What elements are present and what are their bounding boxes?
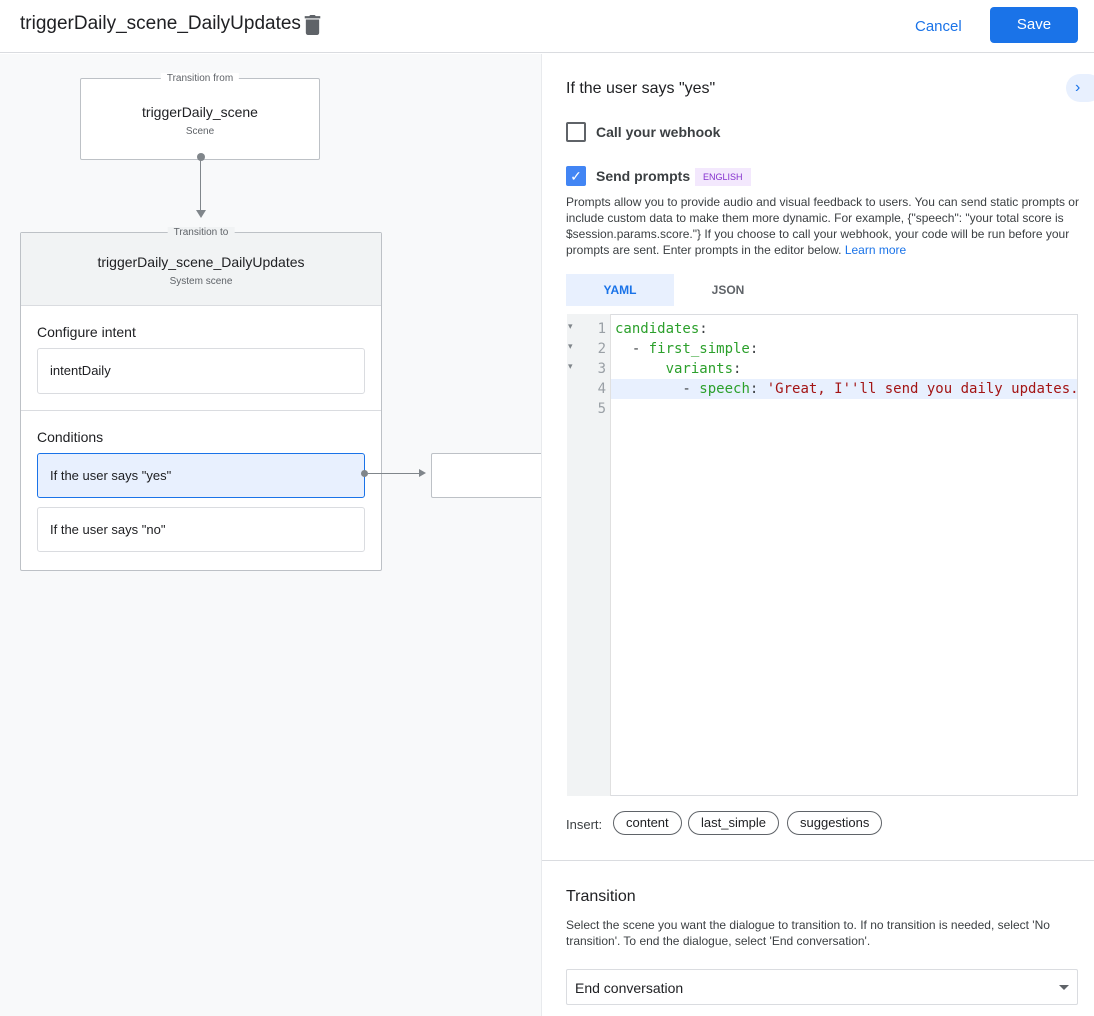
yaml-key: speech <box>699 381 750 397</box>
language-badge: ENGLISH <box>695 168 751 186</box>
transition-description: Select the scene you want the dialogue t… <box>566 918 1050 948</box>
webhook-label: Call your webhook <box>596 124 721 140</box>
code-line: - speech: 'Great, I''ll send you daily u… <box>615 381 1079 397</box>
line-number: 2 <box>597 341 606 357</box>
insert-chip-last-simple[interactable]: last_simple <box>688 811 780 835</box>
send-prompts-checkbox[interactable]: ✓ <box>566 166 586 186</box>
condition-yes[interactable]: If the user says "yes" <box>37 453 365 498</box>
insert-label: Insert: <box>566 817 603 832</box>
save-button[interactable]: Save <box>990 7 1078 43</box>
to-scene-type: System scene <box>169 276 233 287</box>
connector-dot <box>197 153 205 161</box>
to-scene-name: triggerDaily_scene_DailyUpdates <box>97 254 305 270</box>
yaml-key: variants <box>665 361 734 377</box>
editor-gutter <box>567 314 611 796</box>
insert-chip-content[interactable]: content <box>613 811 682 835</box>
yaml-key: first_simple <box>648 341 750 357</box>
connector-line <box>200 160 201 212</box>
dropdown-arrow-icon <box>1059 985 1069 990</box>
intent-item[interactable]: intentDaily <box>37 348 365 394</box>
transition-to-node: triggerDaily_scene_DailyUpdates System s… <box>20 227 382 571</box>
arrow-right-icon <box>419 469 426 477</box>
divider <box>542 860 1094 861</box>
prompts-description-text: Prompts allow you to provide audio and v… <box>566 195 1079 257</box>
send-prompts-label: Send prompts <box>596 168 691 184</box>
yaml-key: candidates <box>615 321 700 337</box>
header: triggerDaily_scene_DailyUpdates Cancel S… <box>0 0 1094 53</box>
transition-from-node[interactable]: Transition from triggerDaily_scene Scene <box>80 73 320 160</box>
fold-arrow-icon[interactable]: ▾ <box>568 321 573 331</box>
cancel-button[interactable]: Cancel <box>915 18 962 35</box>
line-number: 4 <box>597 381 606 397</box>
active-line-highlight <box>611 379 1077 399</box>
prompts-description: Prompts allow you to provide audio and v… <box>566 194 1082 258</box>
fold-arrow-icon[interactable]: ▾ <box>568 341 573 351</box>
condition-panel: › If the user says "yes" Call your webho… <box>542 54 1094 1016</box>
arrow-down-icon <box>196 210 206 218</box>
transition-heading: Transition <box>566 888 636 905</box>
scene-header[interactable]: triggerDaily_scene_DailyUpdates System s… <box>21 233 381 306</box>
connector-line <box>368 473 420 474</box>
code-line: variants: <box>665 361 742 377</box>
transition-select[interactable]: End conversation <box>566 969 1078 1005</box>
yaml-string: 'Great, I''ll send you daily updates. <box>766 381 1079 397</box>
page-title: triggerDaily_scene_DailyUpdates <box>20 13 301 34</box>
tab-yaml[interactable]: YAML <box>566 274 674 306</box>
from-scene-type: Scene <box>185 126 215 137</box>
from-scene-name: triggerDaily_scene <box>142 104 258 120</box>
flow-canvas: Transition from triggerDaily_scene Scene… <box>0 54 542 1016</box>
target-node-empty[interactable] <box>431 453 541 498</box>
panel-title: If the user says "yes" <box>566 80 716 97</box>
learn-more-link[interactable]: Learn more <box>844 243 907 257</box>
tab-json[interactable]: JSON <box>711 283 745 297</box>
transition-select-value: End conversation <box>575 980 684 996</box>
condition-no[interactable]: If the user says "no" <box>37 507 365 552</box>
code-line: candidates: <box>615 321 708 337</box>
code-line: - first_simple: <box>615 341 759 357</box>
transition-from-label: Transition from <box>160 73 240 85</box>
insert-chip-suggestions[interactable]: suggestions <box>787 811 883 835</box>
collapse-panel-button[interactable]: › <box>1066 74 1094 102</box>
line-number: 3 <box>597 361 606 377</box>
configure-intent-heading: Configure intent <box>37 324 136 340</box>
line-number: 1 <box>597 321 606 337</box>
line-number: 5 <box>597 401 606 417</box>
fold-arrow-icon[interactable]: ▾ <box>568 361 573 371</box>
divider <box>21 410 381 411</box>
connector-dot <box>361 470 368 477</box>
transition-to-label: Transition to <box>167 227 235 239</box>
conditions-heading: Conditions <box>37 429 104 445</box>
trash-icon[interactable] <box>304 15 321 35</box>
webhook-checkbox[interactable] <box>566 122 586 142</box>
